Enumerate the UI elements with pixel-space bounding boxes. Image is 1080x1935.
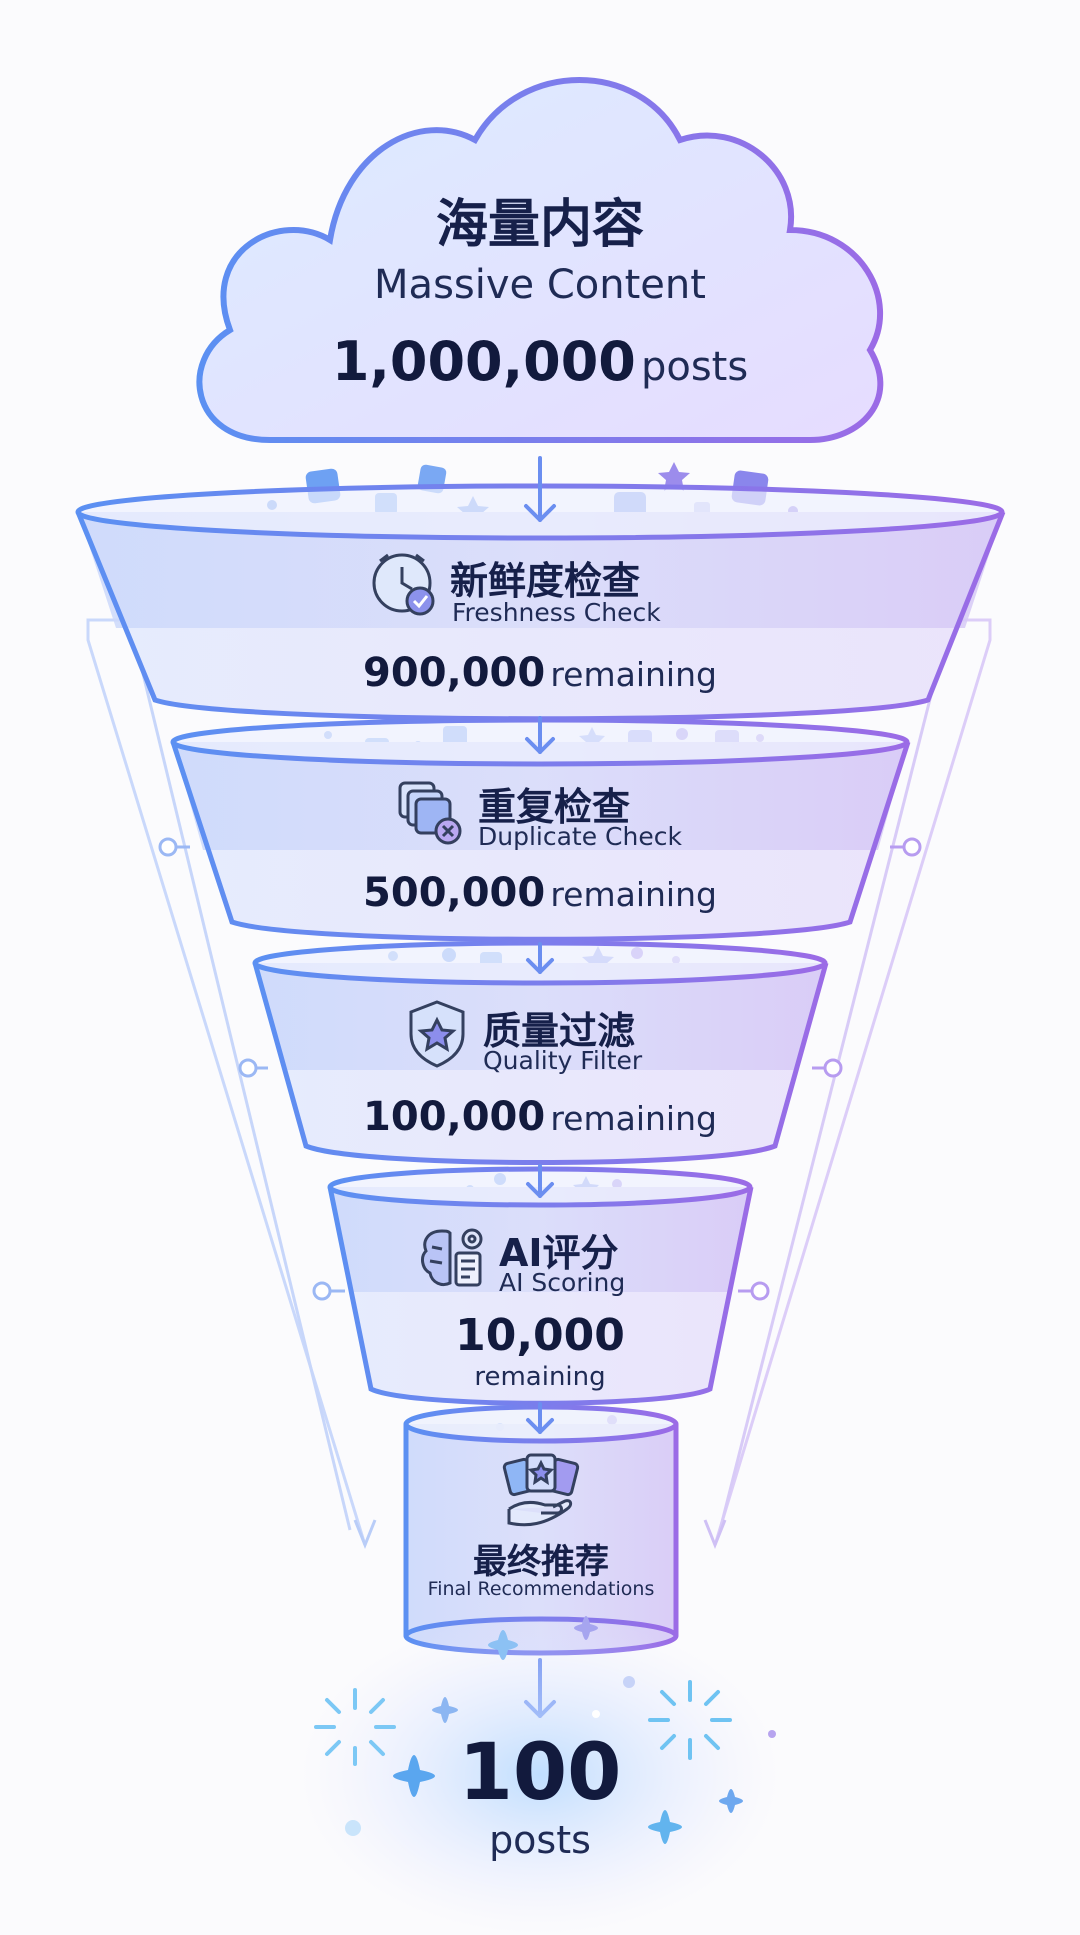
stage-2-title-zh: 重复检查 — [478, 785, 631, 829]
stage-1-unit: remaining — [550, 655, 717, 694]
guide-markers — [158, 837, 922, 1301]
clock-check-icon — [372, 553, 435, 616]
stage-3-title-zh: 质量过滤 — [483, 1009, 636, 1053]
result-sparkles — [300, 1615, 780, 1935]
stage-3-count: 100,000 — [363, 1094, 546, 1140]
stage-4-count: 10,000 — [455, 1310, 625, 1361]
stage-4-title-en: AI Scoring — [499, 1268, 626, 1297]
funnel-stage-3-shape — [252, 940, 829, 1165]
stage-2-title-en: Duplicate Check — [478, 822, 682, 851]
stage-4-title-zh: AI评分 — [499, 1231, 619, 1275]
final-title-zh: 最终推荐 — [473, 1542, 609, 1582]
stage-3-unit: remaining — [550, 1099, 717, 1138]
funnel-stage-1-shape — [75, 483, 1006, 722]
stage-2-unit: remaining — [550, 875, 717, 914]
final-cylinder-shape — [403, 1404, 679, 1656]
result-unit: posts — [489, 1818, 591, 1862]
final-title-en: Final Recommendations — [427, 1578, 655, 1600]
hand-cards-icon — [502, 1453, 580, 1527]
duplicate-cards-icon — [398, 781, 462, 845]
source-unit: posts — [640, 344, 749, 390]
shield-star-icon — [409, 1000, 465, 1068]
source-count: 1,000,000 — [331, 330, 636, 393]
brain-gear-icon — [421, 1228, 483, 1287]
stage-1-count: 900,000 — [363, 650, 546, 696]
source-count-line: 1,000,000 posts — [280, 330, 800, 393]
source-cloud — [196, 77, 884, 443]
source-title-en: Massive Content — [374, 262, 706, 308]
stage-2-count: 500,000 — [363, 870, 546, 916]
stage-1-title-zh: 新鲜度检查 — [450, 559, 641, 603]
stage-1-count-line: 900,000 remaining — [290, 650, 790, 696]
result-count: 100 — [458, 1728, 622, 1818]
side-guide-lines — [86, 618, 992, 1550]
stage-3-count-line: 100,000 remaining — [290, 1094, 790, 1140]
source-title-zh: 海量内容 — [435, 195, 644, 255]
stage-3-title-en: Quality Filter — [483, 1046, 643, 1075]
stage-4-unit: remaining — [474, 1362, 606, 1392]
funnel-stage-2-shape — [170, 717, 911, 942]
stage-2-count-line: 500,000 remaining — [290, 870, 790, 916]
stage-1-title-en: Freshness Check — [452, 598, 661, 627]
